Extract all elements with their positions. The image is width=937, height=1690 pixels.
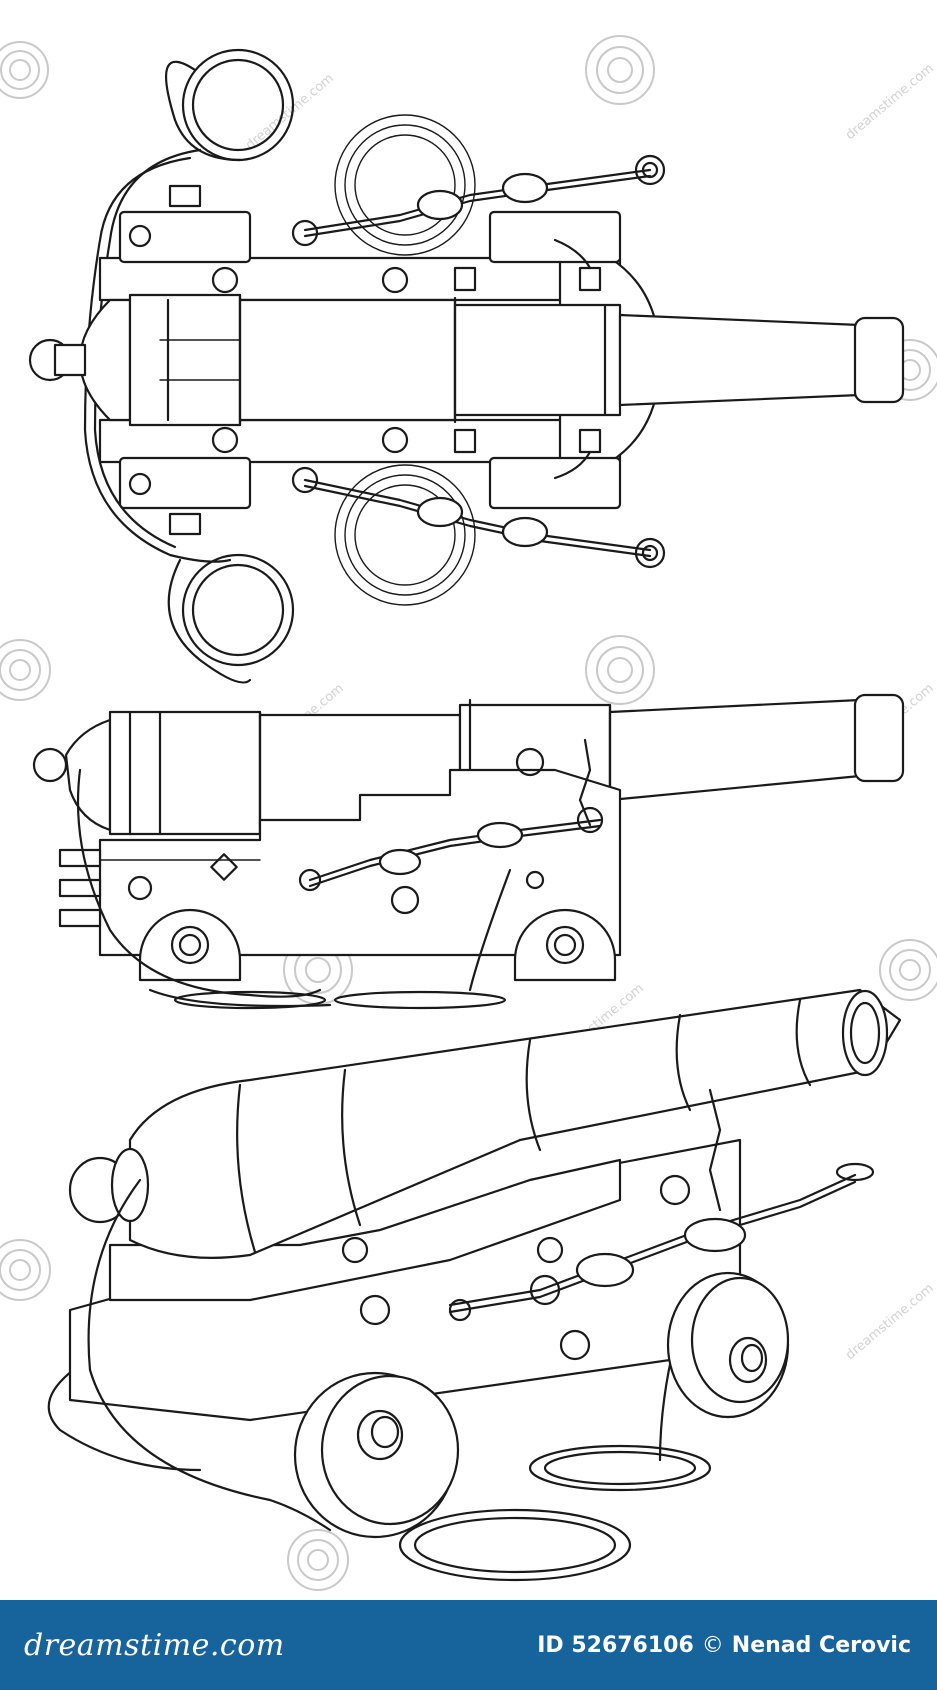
copyright-icon: © — [701, 1632, 724, 1658]
top-view — [28, 48, 905, 684]
image-id: ID 52676106 — [537, 1632, 694, 1658]
watermark-text: dreamstime.com — [243, 71, 337, 153]
chain — [708, 1088, 722, 1212]
wheel — [513, 908, 617, 982]
breeching-rope — [83, 156, 232, 563]
watermark-text: dreamstime.com — [843, 1281, 937, 1363]
illustration-artboard: dreamstime.com dreamstime.com dreamstime… — [0, 35, 937, 1591]
swirl-icon — [585, 635, 655, 705]
wheel — [138, 908, 242, 982]
rope-coil — [528, 1444, 712, 1492]
rope — [468, 868, 512, 992]
author-name[interactable]: Nenad Cerovic — [731, 1632, 911, 1658]
footer-bar: dreamstime.com ID 52676106 © Nenad Cerov… — [0, 1600, 937, 1690]
rope-coil — [398, 1508, 632, 1582]
breeching-rope — [87, 1178, 332, 1532]
wheel — [293, 1371, 460, 1539]
tackle-block — [448, 1162, 875, 1322]
image-credit: ID 52676106 © Nenad Cerovic — [537, 1633, 911, 1658]
tackle-block — [298, 806, 604, 892]
tackle-block — [291, 466, 666, 569]
chain — [553, 238, 592, 270]
watermark-text: dreamstime.com — [843, 61, 937, 143]
cannon-barrel — [68, 988, 902, 1259]
swirl-icon — [585, 35, 655, 105]
rope-coil — [334, 464, 476, 606]
perspective-view — [47, 988, 902, 1582]
swirl-icon — [287, 1529, 349, 1591]
rope-coil — [334, 114, 476, 256]
rope — [47, 1363, 202, 1472]
cannon-barrel — [28, 293, 905, 427]
gun-carriage — [68, 1138, 742, 1422]
breeching-rope — [76, 768, 322, 998]
swirl-icon — [0, 1239, 51, 1301]
chain — [578, 738, 592, 827]
brand-logo-text[interactable]: dreamstime.com — [24, 1627, 285, 1663]
side-view — [32, 693, 905, 1010]
swirl-icon — [0, 41, 49, 99]
swirl-icon — [879, 939, 937, 1001]
wheel — [666, 1271, 790, 1419]
swirl-icon — [0, 639, 51, 701]
chain — [553, 450, 592, 480]
tackle-block — [291, 154, 666, 247]
rope-coil — [167, 553, 295, 684]
rope-coil — [164, 48, 295, 162]
